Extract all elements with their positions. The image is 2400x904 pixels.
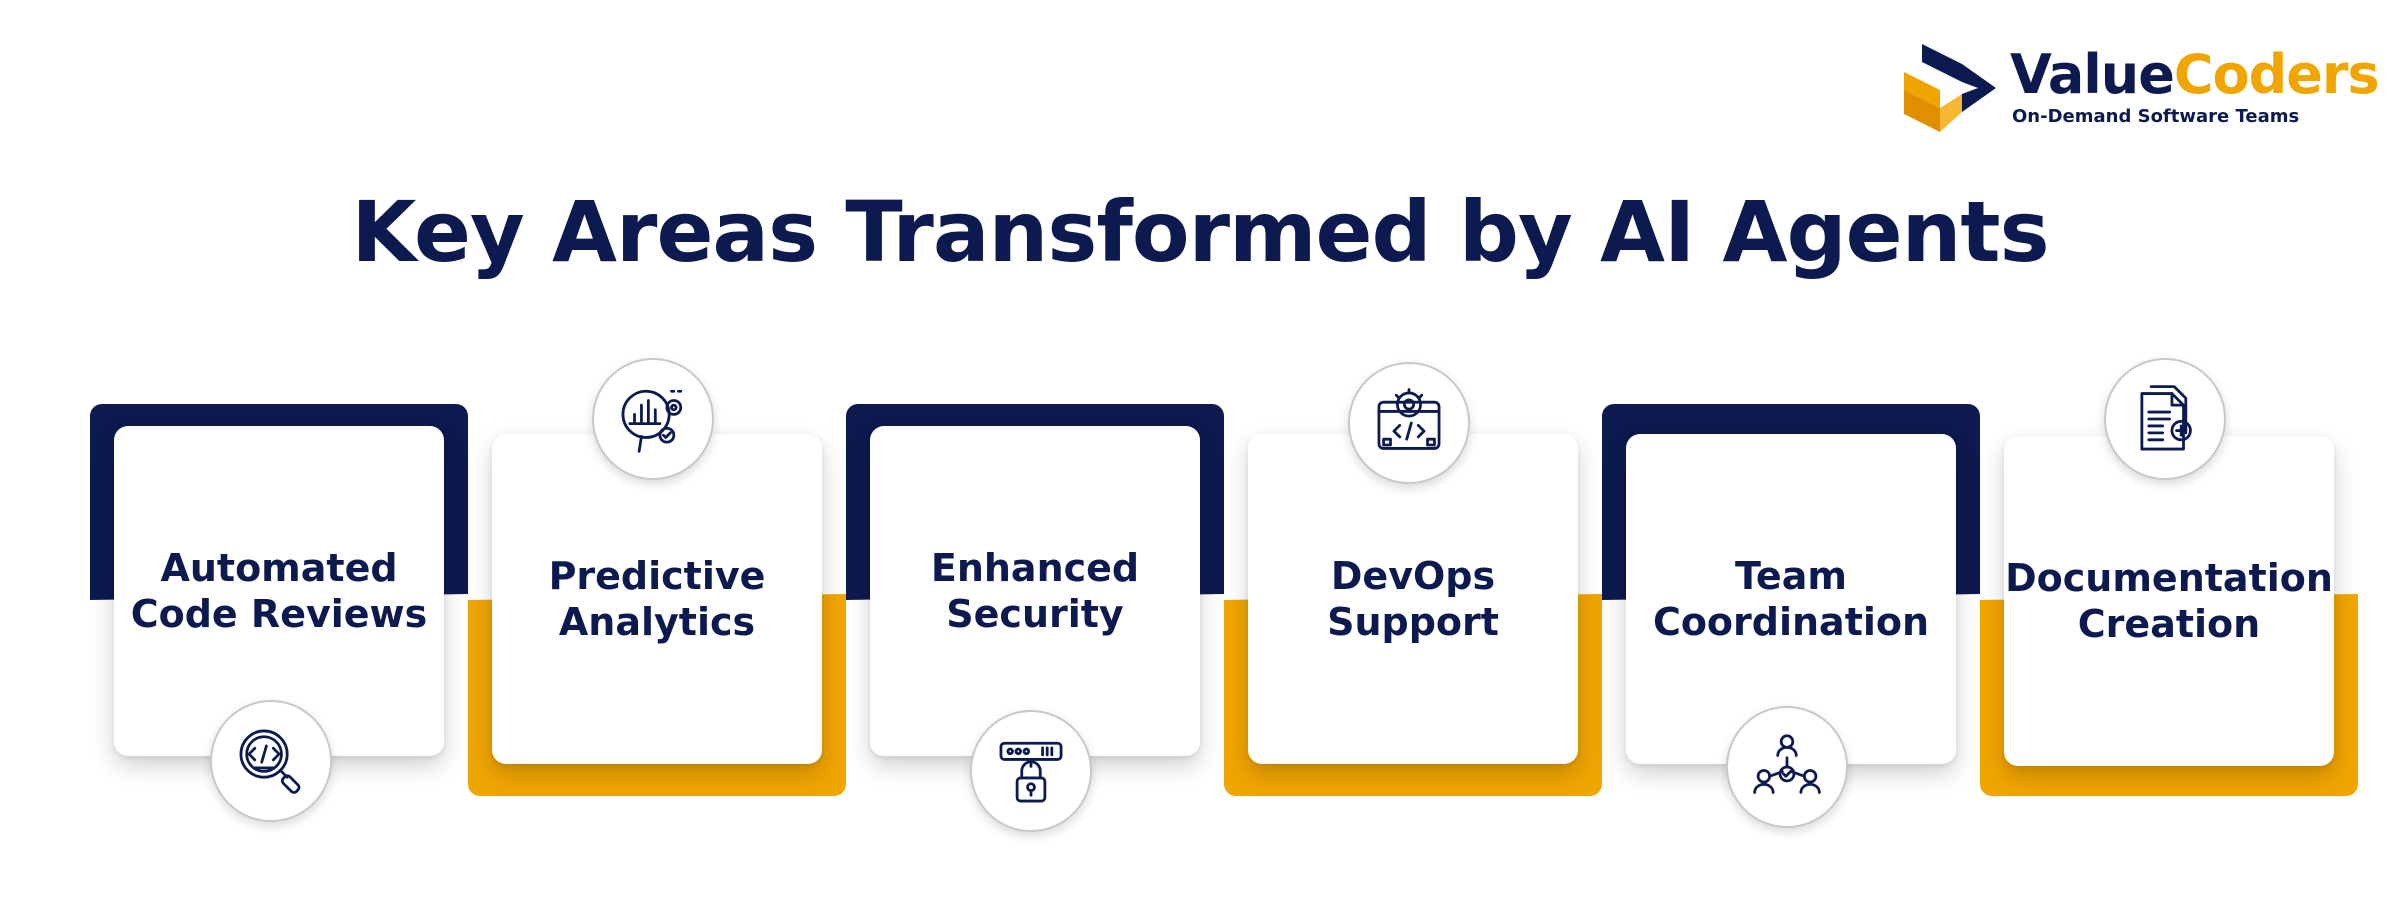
document-add-icon <box>2104 358 2226 480</box>
team-network-icon <box>1726 706 1848 828</box>
valuecoders-logo: ValueCoders On-Demand Software Teams <box>1900 38 2380 138</box>
analytics-gear-icon <box>592 358 714 480</box>
brand-tagline: On-Demand Software Teams <box>2012 106 2300 127</box>
server-lock-icon <box>970 710 1092 832</box>
devops-gear-code-icon <box>1348 362 1470 484</box>
code-search-icon <box>210 700 332 822</box>
valuecoders-mark-icon <box>1904 44 1996 132</box>
brand-name: ValueCoders <box>2010 43 2380 106</box>
page-title: Key Areas Transformed by AI Agents <box>351 183 2049 281</box>
